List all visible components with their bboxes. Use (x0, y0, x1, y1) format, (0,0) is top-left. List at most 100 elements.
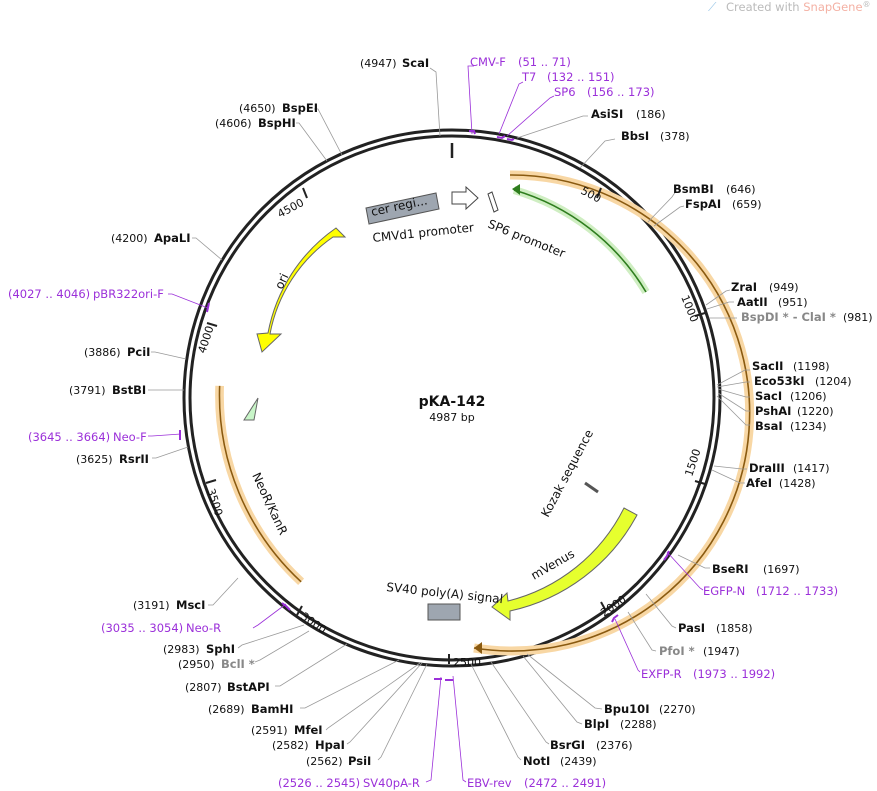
enzyme-rsrii: RsrII (119, 452, 149, 466)
enzyme-saci: SacI (755, 389, 782, 403)
enzyme-apali: ApaLI (154, 231, 191, 245)
enzyme-pos-bcli: (2950) (178, 658, 215, 671)
enzyme-pos-noti: (2439) (560, 755, 597, 768)
enzyme-bsai: BsaI (755, 419, 783, 433)
watermark-brand: SnapGene (803, 0, 862, 14)
watermark-mark: ® (863, 0, 871, 9)
tick-label-3500: 3500 (204, 487, 225, 518)
enzyme-bstbi: BstBI (112, 383, 146, 397)
enzyme-pos-mfei: (2591) (251, 724, 288, 737)
svg-text:Created with SnapGene®: Created with SnapGene® (726, 0, 871, 14)
ruler-ticks (205, 187, 706, 664)
enzyme-pos-bamhi: (2689) (208, 703, 245, 716)
enzyme-pos-fspai: (659) (732, 198, 762, 211)
enzyme-pos-blpi: (2288) (620, 718, 657, 731)
enzyme-pos-saci: (1206) (790, 390, 827, 403)
tick-label-1500: 1500 (682, 447, 703, 478)
primer-range-sp6: (156 .. 173) (587, 85, 655, 99)
enzyme-pos-scai: (4947) (360, 57, 397, 70)
orf-arc-1-arrowhead (474, 642, 482, 654)
enzyme-fspai: FspAI (685, 197, 721, 211)
enzyme-sacii: SacII (752, 359, 783, 373)
enzyme-pos-draiii: (1417) (793, 462, 830, 475)
primer-ebv-rev: EBV-rev (467, 776, 512, 790)
enzyme-psii: PsiI (348, 754, 371, 768)
enzyme-pcii: PciI (127, 345, 150, 359)
snapgene-logo-icon: ⟋ (708, 0, 717, 14)
enzyme-bpu10i: Bpu10I (604, 702, 649, 716)
neor-kanr-feature-arrow (243, 397, 259, 421)
enzyme-zrai: ZraI (731, 280, 757, 294)
backbone-outer-ring (182, 128, 722, 668)
enzyme-pfoi: PfoI * (659, 644, 695, 658)
primer-range-sv40pa-r: (2526 .. 2545) (278, 776, 360, 790)
watermark-prefix: Created with (726, 0, 803, 14)
primer-pbr322ori-f: pBR322ori-F (93, 287, 164, 301)
promoter-arc-arrowhead (512, 184, 520, 195)
primer-neo-r: Neo-R (186, 621, 221, 635)
primer-range-t7: (132 .. 151) (547, 70, 615, 84)
backbone-inner-ring (188, 134, 716, 662)
primer-t7: T7 (521, 70, 536, 84)
enzyme-pos-sacii: (1198) (793, 360, 830, 373)
enzyme-pos-bstbi: (3791) (69, 384, 106, 397)
primer-sp6: SP6 (554, 85, 576, 99)
enzyme-pshai: PshAI (755, 404, 791, 418)
enzyme-pos-eco53ki: (1204) (815, 375, 852, 388)
enzyme-bamhi: BamHI (251, 702, 293, 716)
enzyme-mfei: MfeI (294, 723, 323, 737)
primer-range-exfp-r: (1973 .. 1992) (693, 667, 775, 681)
mvenus-feature-arrow (491, 507, 638, 621)
enzyme-pos-pfoi: (1947) (703, 645, 740, 658)
enzyme-pos-pasi: (1858) (716, 622, 753, 635)
sp6-promoter-arrow (487, 191, 499, 213)
enzyme-noti: NotI (523, 754, 550, 768)
primer-cmv-f: CMV-F (470, 55, 506, 69)
ori-feature-arrow (256, 227, 347, 353)
enzyme-pos-bbsi: (378) (660, 130, 690, 143)
primer-site-marks (179, 130, 670, 681)
enzyme-bbsi: BbsI (621, 129, 649, 143)
enzyme-pos-bpu10i: (2270) (659, 703, 696, 716)
orf-arc-2 (218, 385, 302, 583)
primer-range-neo-f: (3645 .. 3664) (28, 430, 110, 444)
cmv-promoter-arrow (451, 185, 479, 211)
cer-region-box (365, 192, 440, 225)
leader-lines (148, 65, 750, 783)
enzyme-msci: MscI (176, 598, 205, 612)
enzyme-hpai: HpaI (315, 738, 345, 752)
snapgene-watermark: ⟋ Created with SnapGene® (708, 0, 871, 14)
kozak-sequence-mark (584, 481, 599, 494)
enzyme-pos-hpai: (2582) (272, 739, 309, 752)
primer-sv40pa-r: SV40pA-R (363, 776, 420, 790)
enzyme-pasi: PasI (678, 621, 705, 635)
enzyme-bsphi: BspHI (258, 116, 296, 130)
plasmid-name: pKA-142 (419, 394, 486, 410)
enzyme-eco53ki: Eco53kI (754, 374, 805, 388)
primer-range-neo-r: (3035 .. 3054) (101, 621, 183, 635)
enzyme-bsmbi: BsmBI (673, 182, 714, 196)
enzyme-pos-bsphi: (4606) (215, 117, 252, 130)
sp6-promoter-label: SP6 promoter (486, 217, 567, 261)
plasmid-length: 4987 bp (429, 411, 474, 424)
primer-labels: CMV-F (51 .. 71) T7 (132 .. 151) SP6 (15… (8, 55, 838, 790)
enzyme-pos-psii: (2562) (306, 755, 343, 768)
enzyme-pos-bsmbi: (646) (726, 183, 756, 196)
enzyme-pos-bspei: (4650) (239, 102, 276, 115)
enzyme-pos-pcii: (3886) (84, 346, 121, 359)
enzyme-pos-rsrii: (3625) (76, 453, 113, 466)
enzyme-scai: ScaI (402, 56, 429, 70)
primer-neo-f: Neo-F (113, 430, 147, 444)
enzyme-pos-apali: (4200) (111, 232, 148, 245)
enzyme-pos-bsrgi: (2376) (596, 739, 633, 752)
enzyme-pos-bspdi-clai: (981) (843, 311, 873, 324)
primer-exfp-r: EXFP-R (641, 667, 682, 681)
enzyme-pos-baseri: (1697) (763, 563, 800, 576)
enzyme-pos-bsai: (1234) (790, 420, 827, 433)
enzyme-afei: AfeI (746, 476, 772, 490)
ori-label: ori (272, 271, 291, 291)
primer-range-egfp-n: (1712 .. 1733) (756, 584, 838, 598)
enzyme-asisi: AsiSI (591, 107, 623, 121)
promoter-arc (513, 189, 647, 293)
